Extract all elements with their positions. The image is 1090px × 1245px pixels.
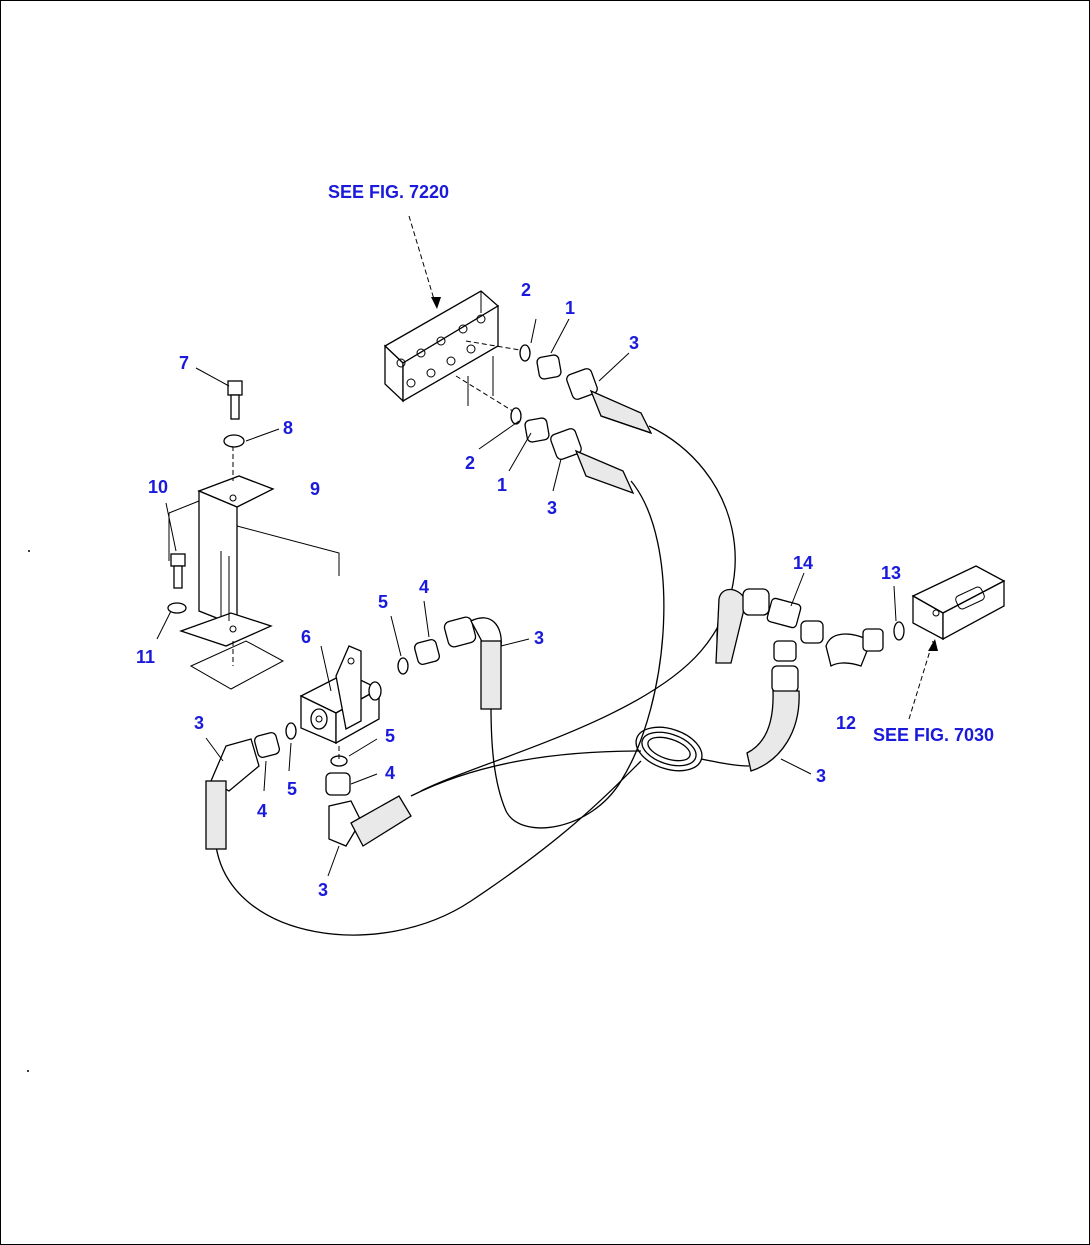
label-part-5a: 5 [378, 592, 388, 612]
fitting-set-upper-a [519, 344, 653, 435]
hose-line-bottom [215, 760, 642, 936]
hose-line-upper-short [490, 480, 665, 829]
label-part-1a: 1 [565, 298, 575, 318]
washer-8 [223, 434, 245, 448]
hose-line-crossing [410, 750, 642, 797]
washer-11 [167, 602, 187, 614]
mounting-plate [189, 640, 285, 690]
leader-lines [156, 318, 897, 877]
fitting-set-below [325, 755, 412, 847]
label-part-11: 11 [136, 647, 155, 667]
label-part-2a: 2 [521, 280, 531, 300]
hose-coil [635, 726, 703, 772]
bolt-7 [227, 380, 243, 420]
label-part-10: 10 [148, 477, 168, 497]
bracket [168, 475, 275, 647]
label-part-3c: 3 [534, 628, 544, 648]
stray-dot-2 [27, 1070, 29, 1072]
o-ring-13 [893, 621, 905, 641]
fitting-tee-14 [715, 588, 824, 772]
label-part-12: 12 [836, 713, 856, 733]
hose-line-upper-long [420, 425, 736, 792]
label-part-5c: 5 [385, 726, 395, 746]
label-part-3b: 3 [547, 498, 557, 518]
label-part-5b: 5 [287, 779, 297, 799]
label-part-7: 7 [179, 353, 189, 373]
label-part-3f: 3 [816, 766, 826, 786]
label-part-3e: 3 [318, 880, 328, 900]
label-part-4b: 4 [257, 801, 267, 821]
leader-fig7220 [408, 215, 437, 307]
label-part-8: 8 [283, 418, 293, 438]
elbow-12 [825, 628, 884, 668]
label-part-14: 14 [793, 553, 813, 573]
centerline-upper-1 [465, 340, 527, 352]
valve-block-upper [383, 290, 500, 406]
fitting-set-mid [397, 616, 502, 710]
label-part-1b: 1 [497, 475, 507, 495]
fitting-set-upper-b [510, 407, 635, 495]
stray-dot-1 [28, 550, 30, 552]
leader-fig7030 [908, 640, 934, 720]
label-part-3a: 3 [629, 333, 639, 353]
hose-lines [215, 425, 750, 936]
arrow-fig7030 [928, 639, 938, 651]
label-part-2b: 2 [465, 453, 475, 473]
label-part-6: 6 [301, 627, 311, 647]
ref-fig-7220: SEE FIG. 7220 [328, 182, 449, 202]
label-part-4c: 4 [385, 763, 395, 783]
fitting-set-left [205, 722, 297, 850]
valve-block-right [911, 565, 1006, 641]
arrow-fig7220 [431, 297, 441, 309]
label-part-4a: 4 [419, 577, 429, 597]
centerline-upper-2 [455, 375, 517, 414]
label-part-9: 9 [310, 479, 320, 499]
hose-line-coil-to-right [700, 758, 750, 767]
valve-6 [299, 645, 382, 745]
bolt-10 [170, 553, 186, 589]
label-part-13: 13 [881, 563, 901, 583]
bracket-leader-to-valve [236, 525, 340, 576]
ref-fig-7030: SEE FIG. 7030 [873, 725, 994, 745]
label-part-3d: 3 [194, 713, 204, 733]
